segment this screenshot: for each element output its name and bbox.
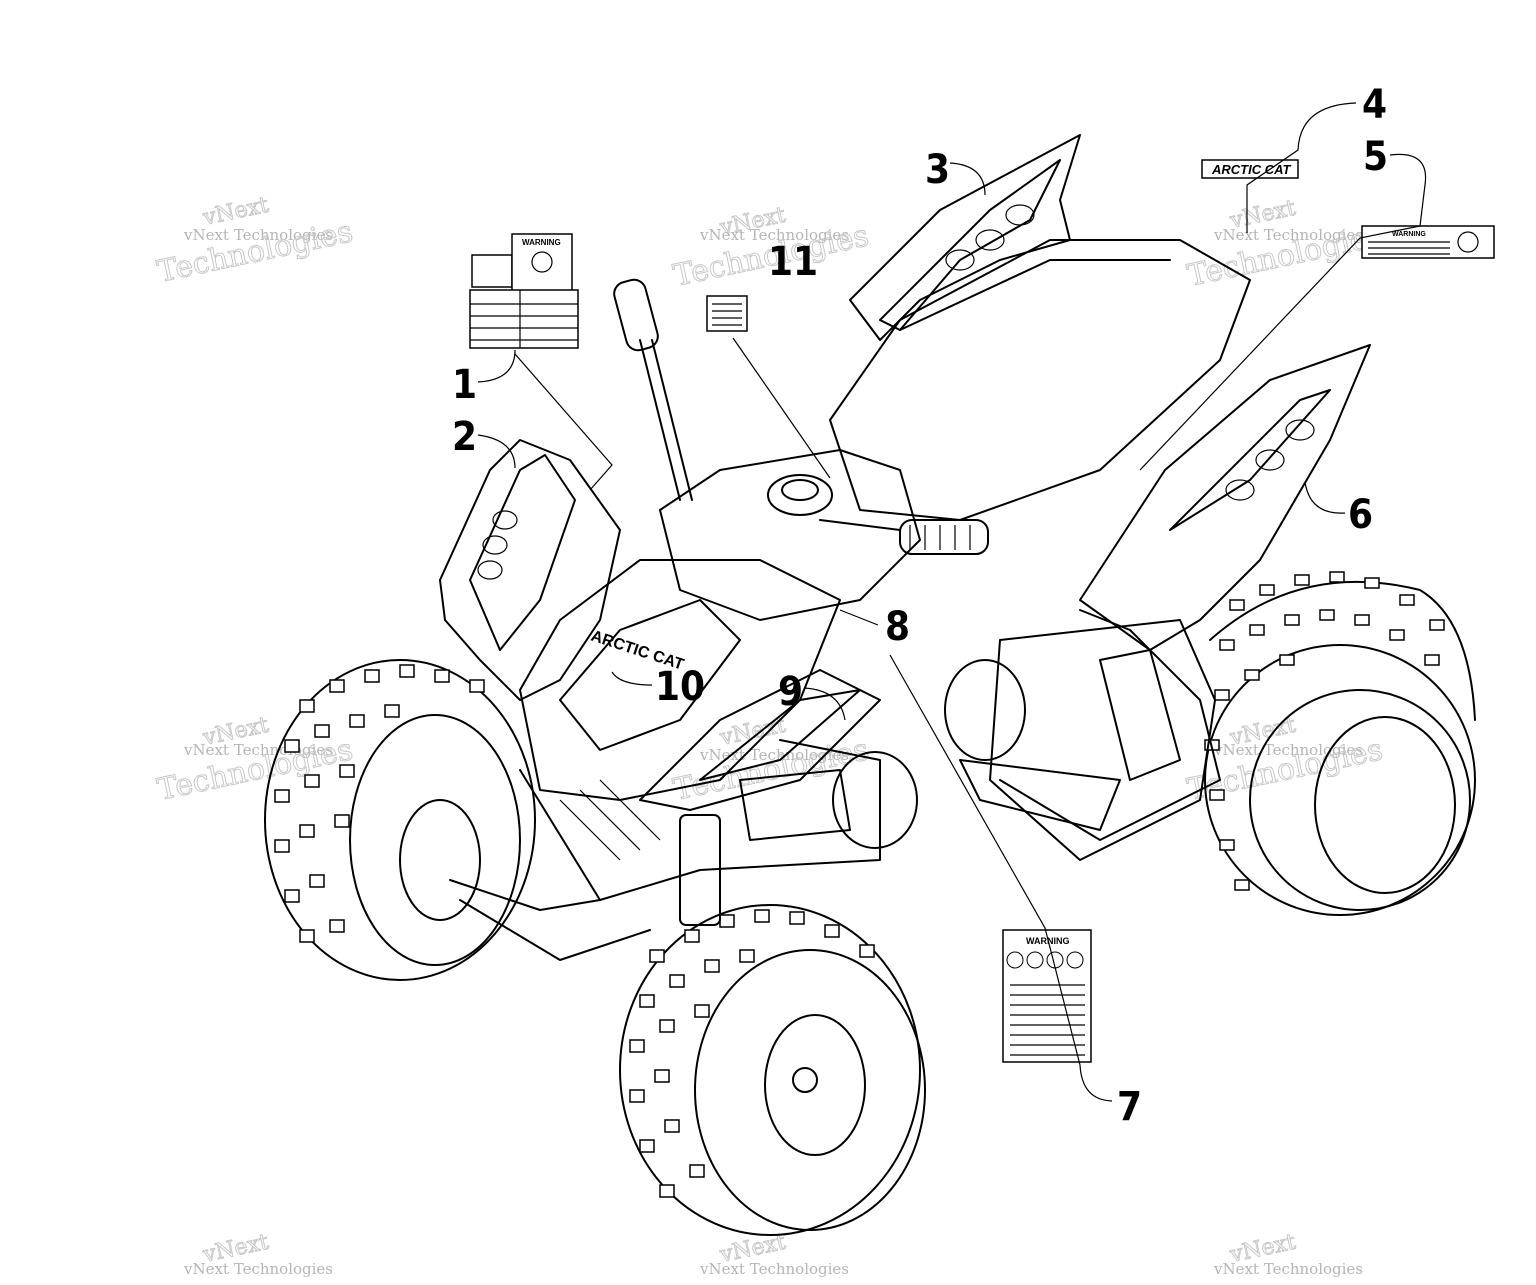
svg-text:vNext Technologies: vNext Technologies: [699, 1260, 849, 1278]
leader-4: [1246, 102, 1357, 233]
leader-6: [1304, 481, 1346, 514]
decal-sheet-11: [706, 295, 748, 332]
callout-2: 2: [452, 414, 477, 460]
watermark-mid-center: vNext vNext Technologies Technologies: [670, 712, 872, 808]
svg-text:vNext Technologies: vNext Technologies: [699, 226, 849, 244]
watermark-bottom-center: vNext vNext Technologies: [699, 1229, 849, 1278]
callout-1: 1: [452, 362, 477, 408]
callout-4: 4: [1362, 82, 1387, 128]
callout-6: 6: [1348, 492, 1373, 538]
side-panel: [959, 619, 1216, 861]
rear-tail-fin: [849, 134, 1081, 341]
leader-lines: [477, 102, 1427, 1102]
leader-11: [732, 337, 831, 479]
leader-9: [803, 687, 846, 721]
decal-sheet-5-warning: WARNING: [1361, 225, 1495, 259]
leader-5: [1139, 153, 1427, 471]
decal-sheet-4-brand: ARCTIC CAT: [1201, 159, 1299, 179]
leader-3: [949, 162, 986, 196]
svg-text:vNext Technologies: vNext Technologies: [1213, 1260, 1363, 1278]
seat: [829, 239, 1251, 521]
front-left-wheel: [264, 659, 536, 981]
leader-7: [889, 654, 1113, 1102]
callouts: 1 2 3 4 5 6 7 8 9 10 11: [452, 82, 1388, 1130]
svg-text:vNext Technologies: vNext Technologies: [183, 1260, 333, 1278]
watermark-top-left: vNext vNext Technologies Technologies: [154, 192, 356, 290]
callout-8: 8: [885, 604, 910, 650]
leader-1: [477, 349, 613, 491]
svg-text:vNext Technologies: vNext Technologies: [1213, 226, 1363, 244]
handlebar: [613, 278, 989, 555]
fuel-tank: [659, 449, 921, 621]
leader-8: [839, 609, 879, 626]
watermark-top-right: vNext vNext Technologies Technologies: [1184, 195, 1386, 294]
watermark-bottom-right: vNext vNext Technologies: [1213, 1229, 1363, 1278]
chassis-frame: [449, 659, 1026, 961]
front-right-wheel: [619, 904, 926, 1236]
svg-text:ARCTIC CAT: ARCTIC CAT: [1211, 162, 1292, 177]
decal-sheet-1: WARNING: [469, 233, 579, 349]
callout-11: 11: [768, 239, 818, 285]
svg-text:WARNING: WARNING: [522, 238, 561, 247]
callout-7: 7: [1117, 1084, 1142, 1130]
callout-3: 3: [925, 147, 950, 193]
watermark-bottom-left: vNext vNext Technologies: [183, 1229, 333, 1278]
leader-2: [477, 434, 516, 469]
atv-body: ARCTIC CAT: [264, 134, 1476, 1236]
front-fender: [439, 439, 881, 811]
decal-sheet-7-warning: WARNING: [1002, 929, 1092, 1063]
callout-9: 9: [778, 669, 803, 715]
svg-text:WARNING: WARNING: [1392, 231, 1426, 238]
callout-10: 10: [655, 664, 705, 710]
rear-right-wheel: [1204, 571, 1476, 916]
svg-text:vNext Technologies: vNext Technologies: [1213, 741, 1363, 759]
svg-text:vNext Technologies: vNext Technologies: [183, 226, 333, 244]
callout-5: 5: [1363, 134, 1388, 180]
watermark-top-center: vNext vNext Technologies Technologies: [670, 202, 872, 294]
leader-10: [611, 671, 653, 686]
